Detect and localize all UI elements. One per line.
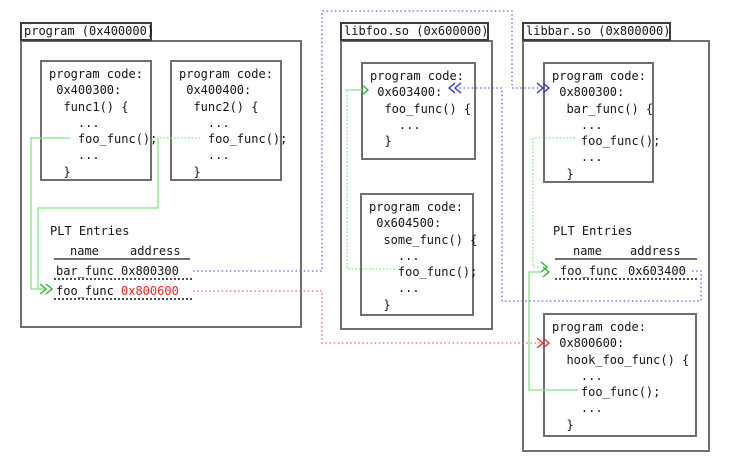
code-line: func2() {	[179, 99, 259, 114]
code-line: }	[370, 134, 392, 149]
libbar-plt-row-separator	[555, 278, 697, 280]
code-line: ...	[552, 401, 603, 416]
program-code-box-func2: program code: 0x400400: func2() { ... fo…	[170, 60, 288, 181]
program-plt-col-name: name	[70, 244, 99, 258]
code-line: program code:	[369, 200, 463, 214]
libbar-plt-header-rule	[555, 258, 697, 260]
code-line: hook_foo_func() {	[552, 352, 690, 367]
libbar-code-box-bar_func: program code: 0x800300: bar_func() { ...…	[543, 62, 661, 183]
code-line: program code:	[552, 69, 646, 83]
code-line: 0x400300:	[49, 83, 122, 98]
code-line: func1() {	[49, 99, 129, 114]
code-line: }	[552, 166, 574, 181]
program-plt-col-address: address	[130, 244, 181, 258]
code-line: }	[179, 164, 201, 179]
code-line: foo_func();	[369, 265, 478, 280]
libfoo-code-box-foo_func: program code: 0x603400: foo_func() { ...…	[361, 62, 476, 160]
code-line: ...	[552, 150, 603, 165]
libbar-code-box-hook_foo_func: program code: 0x800600: hook_foo_func() …	[543, 313, 697, 437]
code-line: ...	[179, 148, 230, 163]
code-line: ...	[369, 281, 420, 296]
code-line: program code:	[179, 67, 273, 81]
code-line: 0x400400:	[179, 83, 252, 98]
program-plt-row-bar_func-name: bar_func	[56, 264, 114, 278]
program-code-box-func1: program code: 0x400300: func1() { ... fo…	[40, 60, 158, 181]
code-line: ...	[370, 117, 421, 132]
program-plt-row-separator	[54, 278, 192, 280]
libbar-module-title: libbar.so (0x800000)	[522, 22, 671, 41]
program-module-title: program (0x400000)	[20, 22, 154, 41]
libbar-plt-col-name: name	[573, 244, 602, 258]
code-line: foo_func();	[179, 132, 288, 147]
code-line: foo_func();	[552, 385, 661, 400]
code-line: 0x800600:	[552, 336, 625, 351]
libbar-plt-row-foo_func-address: 0x603400	[628, 264, 686, 278]
code-line: ...	[552, 117, 603, 132]
code-line: 0x800300:	[552, 85, 625, 100]
code-line: }	[552, 417, 574, 432]
code-line: ...	[179, 115, 230, 130]
program-plt-row-bar_func-address: 0x800300	[121, 264, 179, 278]
code-line: foo_func();	[552, 134, 661, 149]
code-line: }	[369, 297, 391, 312]
libbar-plt-label: PLT Entries	[553, 224, 633, 238]
libfoo-code-box-some_func: program code: 0x604500: some_func() { ..…	[360, 193, 478, 316]
code-line: 0x603400:	[370, 85, 443, 100]
code-line: program code:	[370, 69, 464, 83]
program-plt-header-rule	[54, 258, 190, 260]
code-line: ...	[369, 248, 420, 263]
libbar-plt-row-foo_func-name: foo_func	[560, 264, 618, 278]
libfoo-module-title: libfoo.so (0x600000)	[340, 22, 489, 41]
code-line: ...	[49, 115, 100, 130]
code-line: foo_func() {	[370, 101, 472, 116]
code-line: foo_func();	[49, 132, 158, 147]
code-line: program code:	[552, 320, 646, 334]
code-line: }	[49, 164, 71, 179]
program-plt-row-separator	[54, 298, 192, 300]
code-line: some_func() {	[369, 232, 478, 247]
code-line: program code:	[49, 67, 143, 81]
program-plt-row-foo_func-address-hooked: 0x800600	[121, 284, 179, 298]
code-line: 0x604500:	[369, 216, 442, 231]
program-plt-label: PLT Entries	[50, 224, 130, 238]
code-line: bar_func() {	[552, 101, 654, 116]
code-line: ...	[552, 368, 603, 383]
code-line: ...	[49, 148, 100, 163]
program-plt-row-foo_func-name: foo_func	[56, 284, 114, 298]
libbar-plt-col-address: address	[630, 244, 681, 258]
